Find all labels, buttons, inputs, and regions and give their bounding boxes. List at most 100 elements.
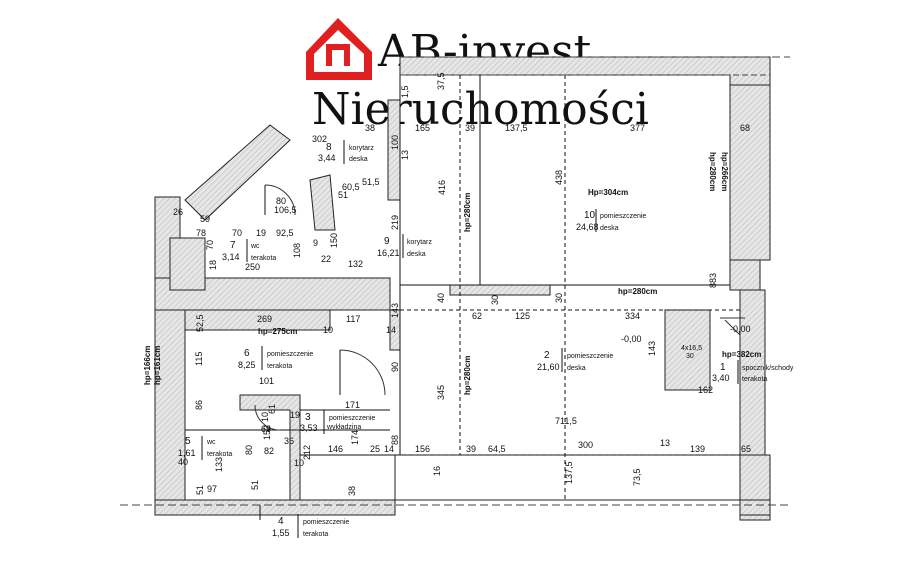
dim-22: 22 [321,254,331,264]
dim-59: 59 [200,214,210,224]
dim-250: 250 [245,262,260,272]
room-4-name: pomieszczenie [303,519,349,526]
dim-82: 82 [264,446,274,456]
dim-18: 18 [208,260,218,270]
height-hp280-c: hp=280cm [618,287,657,296]
height-hp280-b: hp=280cm [708,152,717,191]
room-2-number: 2 [544,350,550,361]
dim-334: 334 [625,311,640,321]
level-marker-b: -0,00 [730,324,751,334]
dim-51-c: 51 [250,480,260,490]
dim-97: 97 [207,484,217,494]
room-labels: 10 pomieszczenie 24,68 deska 2 pomieszcz… [178,140,794,538]
dim-51-5: 51,5 [362,177,380,187]
dim-300: 300 [578,440,593,450]
room-7-name: wc [250,243,260,250]
dim-108: 108 [292,243,302,258]
dim-26: 26 [173,207,183,217]
dim-80: 80 [276,196,286,206]
room-10-name: pomieszczenie [600,213,646,220]
room-7-number: 7 [230,240,236,251]
room-9-label: 9 korytarz 16,21 deska [377,234,432,258]
dim-219: 219 [390,215,400,230]
dim-39-b: 39 [466,444,476,454]
room-2-finish: deska [567,365,586,372]
dim-146: 146 [328,444,343,454]
dim-883: 883 [708,273,718,288]
dim-10-a: 10 [323,325,333,335]
room-8-name: korytarz [349,145,374,152]
height-hp382: hp=382cm [722,350,761,359]
dim-165: 165 [415,123,430,133]
dim-150: 150 [329,233,339,248]
room-1-area: 3,40 [712,373,730,383]
dim-438: 438 [554,170,564,185]
stairs-count: 30 [686,353,694,360]
dim-70-a: 70 [232,228,242,238]
height-hp266: hp=266cm [720,152,729,191]
dim-90: 90 [390,362,400,372]
room-4-number: 4 [278,516,284,527]
dim-711-5: 711,5 [555,416,577,426]
dim-132: 132 [348,259,363,269]
room-9-area: 16,21 [377,248,400,258]
dim-16: 16 [432,466,442,476]
dim-302: 302 [312,134,327,144]
room-2-label: 2 pomieszczenie 21,60 deska [537,348,613,372]
room-7-label: 7 wc 3,14 terakota [222,239,276,262]
dim-30-a: 30 [490,295,500,305]
dim-137-5-b: 137,5 [564,461,574,484]
room-6-finish: terakota [267,363,292,370]
room-10-finish: deska [600,225,619,232]
dim-38-b: 38 [347,486,357,496]
dim-39: 39 [465,123,475,133]
room-3-label: 3 pomieszczenie 3,53 wykładzina [300,410,375,434]
dim-78: 78 [196,228,206,238]
dim-162: 162 [698,385,713,395]
room-9-name: korytarz [407,239,432,246]
dim-101: 101 [259,376,274,386]
stairs-label: 4x16,5 [681,345,702,352]
dim-86: 86 [194,400,204,410]
dim-68: 68 [740,123,750,133]
room-8-area: 3,44 [318,153,336,163]
height-hp161: hp=161cm [153,346,162,385]
level-marker-a: -0,00 [621,334,642,344]
height-hp275: hp=275cm [258,327,297,336]
dim-117: 117 [346,314,360,324]
dim-269: 269 [257,314,272,324]
room-9-number: 9 [384,236,390,247]
dim-125: 125 [515,311,530,321]
dim-212: 212 [302,445,312,460]
room-5-finish: terakota [207,451,232,458]
dim-40-b: 40 [178,457,188,467]
dim-80-b: 80 [244,445,254,455]
height-hp280-d: hp=280cm [463,356,472,395]
room-1-finish: terakota [742,376,767,383]
room-10-area: 24,68 [576,222,599,232]
dim-416: 416 [437,180,447,195]
room-8-number: 8 [326,142,332,153]
walls [154,56,771,521]
room-3-number: 3 [305,412,311,423]
room-8-finish: deska [349,156,368,163]
room-10-number: 10 [584,210,596,221]
dim-143-a: 143 [390,303,400,318]
room-2-name: pomieszczenie [567,353,613,360]
dim-174: 174 [350,430,360,445]
dim-100: 100 [390,135,400,150]
dim-64-5: 64,5 [488,444,506,454]
dim-14-a: 14 [386,325,396,335]
dim-377: 377 [630,123,645,133]
height-hp280-a: hp=280cm [463,193,472,232]
room-3-finish: wykładzina [326,424,361,431]
dim-92-5: 92,5 [276,228,294,238]
room-7-area: 3,14 [222,252,240,262]
dim-38: 38 [365,123,375,133]
dim-62: 62 [472,311,482,321]
interior-lines [120,56,790,520]
dim-61: 61 [267,404,277,414]
room-5-number: 5 [185,436,191,447]
